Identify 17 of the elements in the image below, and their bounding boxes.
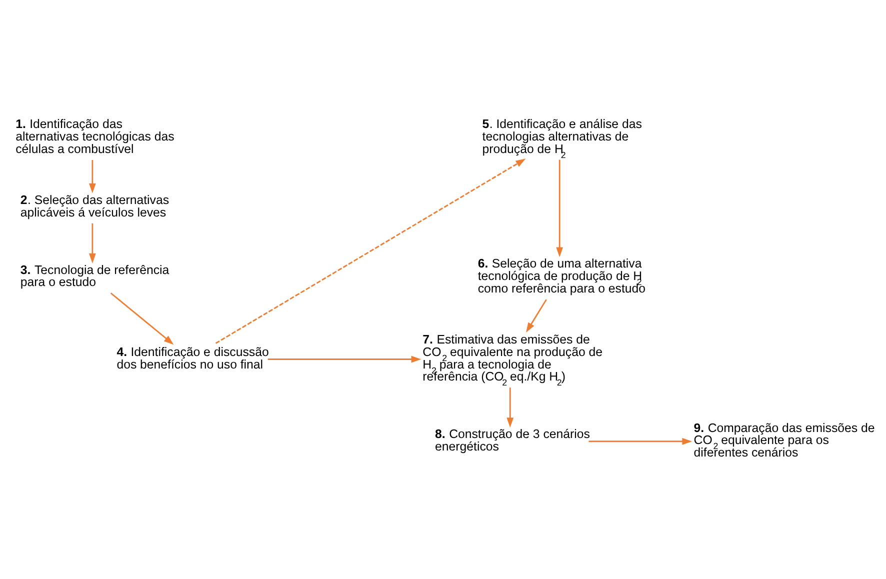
arrow bbox=[556, 160, 564, 258]
node-text: 5. Identificação e análise das tecnologias alternativas de produção de H$_{2}$ bbox=[482, 117, 642, 160]
arrow bbox=[110, 292, 174, 345]
node-text: 9. Comparação das emissões de CO$_{2}$ equivalente para os diferentes cenários bbox=[694, 420, 875, 460]
node-text: 8. Construção de 3 cenários energéticos bbox=[435, 427, 590, 454]
arrow bbox=[526, 299, 547, 333]
arrow bbox=[88, 160, 96, 194]
node-text: 7. Estimativa das emissões de CO$_{2}$ equivalente na produção de H$_{2}$ para a tecnologia de referência (CO$_{2}$ eq./Kg H$_{2}$) bbox=[422, 332, 603, 388]
arrow bbox=[268, 356, 422, 363]
arrow bbox=[588, 438, 692, 445]
arrow bbox=[215, 158, 526, 344]
arrow bbox=[506, 388, 514, 428]
node-text: 1. Identificação das alternativas tecnológicas das células a combustível bbox=[16, 117, 174, 156]
node-text: 4. Identificação e discussão dos benefícios no uso final bbox=[116, 344, 269, 372]
node-text: 3. Tecnologia de referência para o estudo bbox=[20, 262, 170, 290]
node-text: 2. Seleção das alternativas aplicáveis á veículos leves bbox=[20, 193, 170, 220]
arrow bbox=[88, 223, 96, 264]
